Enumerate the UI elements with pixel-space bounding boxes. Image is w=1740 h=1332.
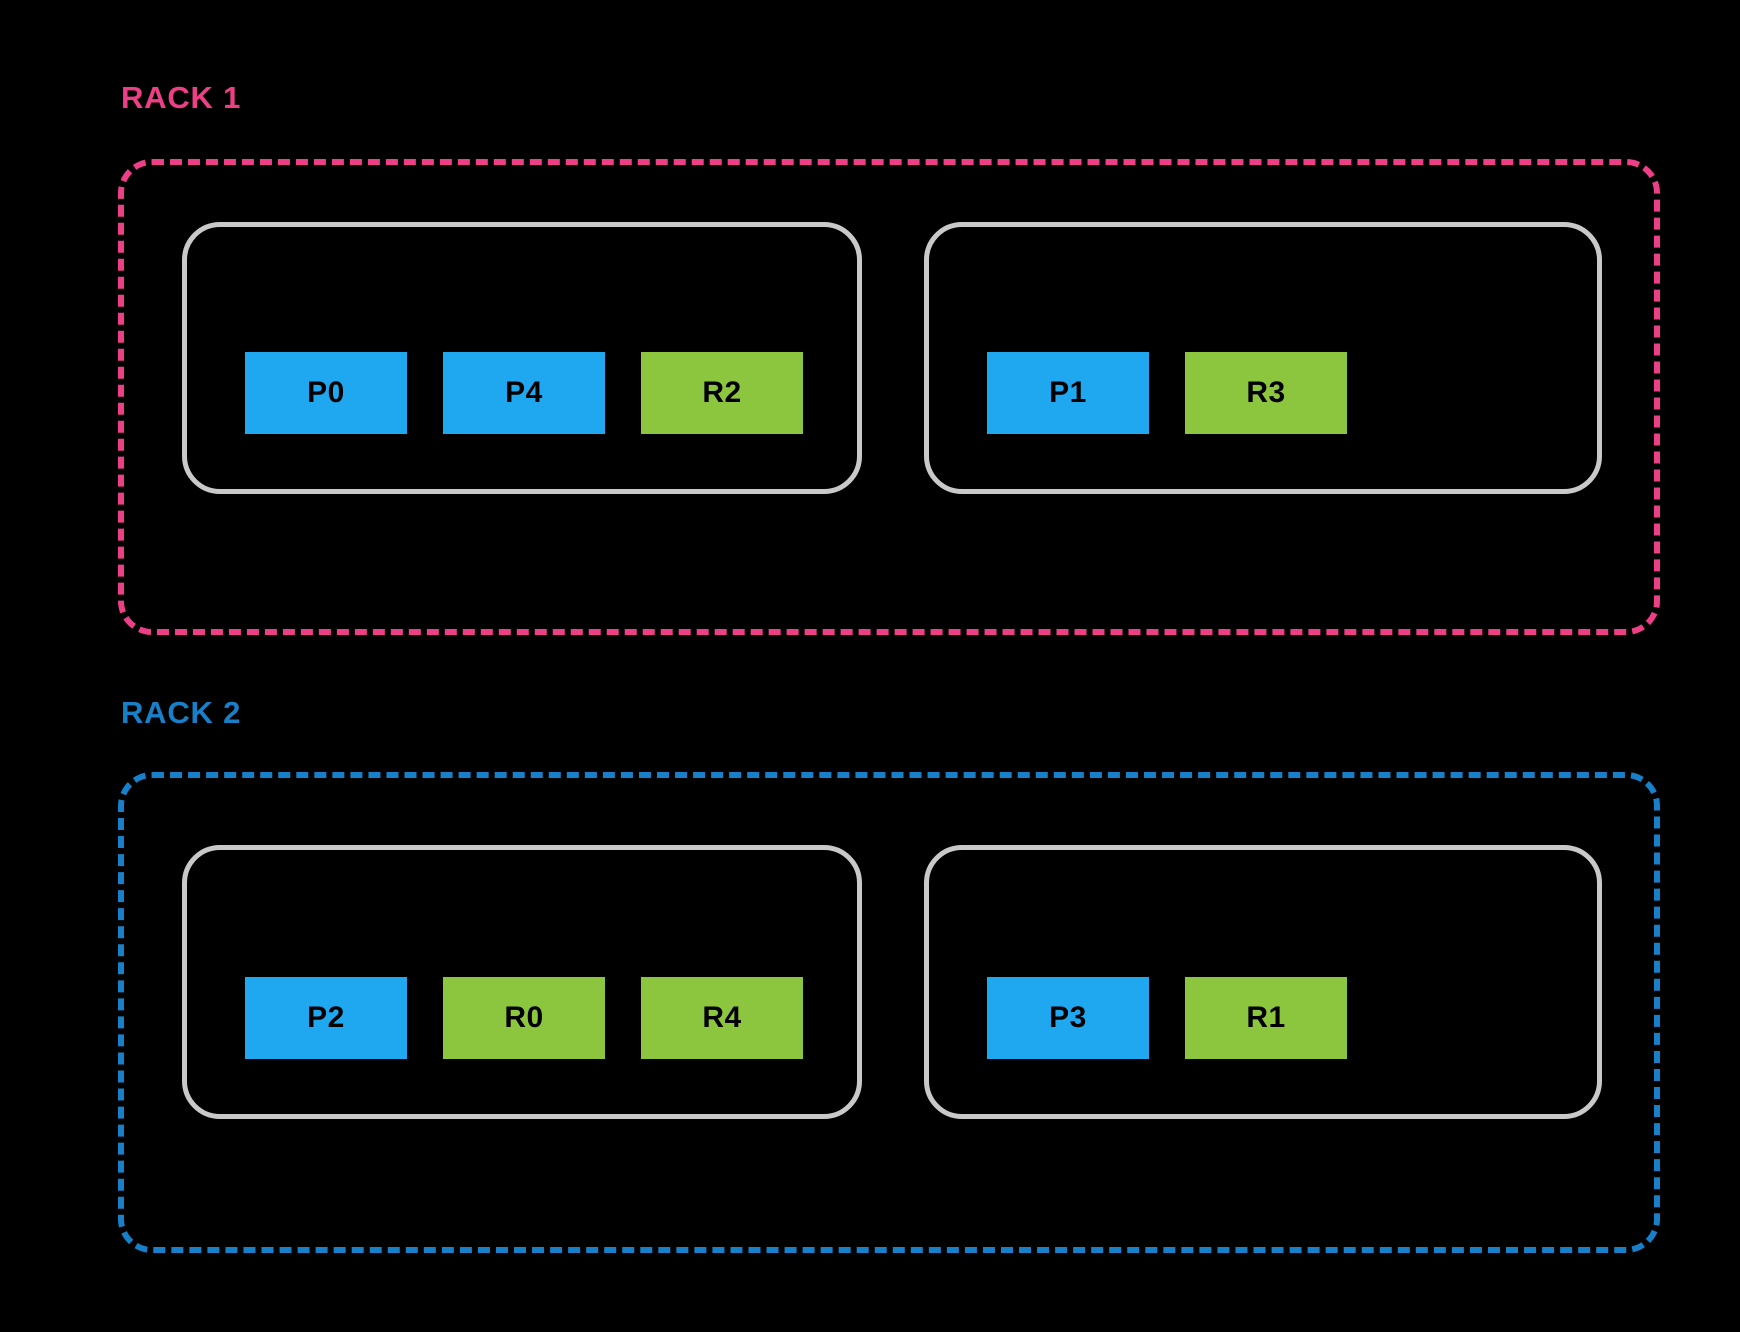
partition-chip-p2[interactable]: P2 — [245, 977, 407, 1059]
rack-boundary-rack1 — [118, 159, 1660, 635]
partition-chip-p1[interactable]: P1 — [987, 352, 1149, 434]
rack-boundary-rack2 — [118, 772, 1660, 1253]
replica-chip-r1[interactable]: R1 — [1185, 977, 1347, 1059]
broker-box-rack2-broker1: P3 R1 — [924, 845, 1602, 1119]
broker-box-rack1-broker0: P0 P4 R2 — [182, 222, 862, 494]
chip-row: P1 R3 — [929, 352, 1347, 489]
replica-chip-r0[interactable]: R0 — [443, 977, 605, 1059]
broker-box-rack1-broker1: P1 R3 — [924, 222, 1602, 494]
replica-chip-r2[interactable]: R2 — [641, 352, 803, 434]
rack-label-rack1: RACK 1 — [121, 80, 242, 115]
broker-box-rack2-broker0: P2 R0 R4 — [182, 845, 862, 1119]
chip-row: P0 P4 R2 — [187, 352, 803, 489]
replica-chip-r3[interactable]: R3 — [1185, 352, 1347, 434]
chip-row: P3 R1 — [929, 977, 1347, 1114]
partition-chip-p4[interactable]: P4 — [443, 352, 605, 434]
partition-chip-p3[interactable]: P3 — [987, 977, 1149, 1059]
rack-label-rack2: RACK 2 — [121, 695, 242, 730]
replica-chip-r4[interactable]: R4 — [641, 977, 803, 1059]
chip-row: P2 R0 R4 — [187, 977, 803, 1114]
partition-chip-p0[interactable]: P0 — [245, 352, 407, 434]
